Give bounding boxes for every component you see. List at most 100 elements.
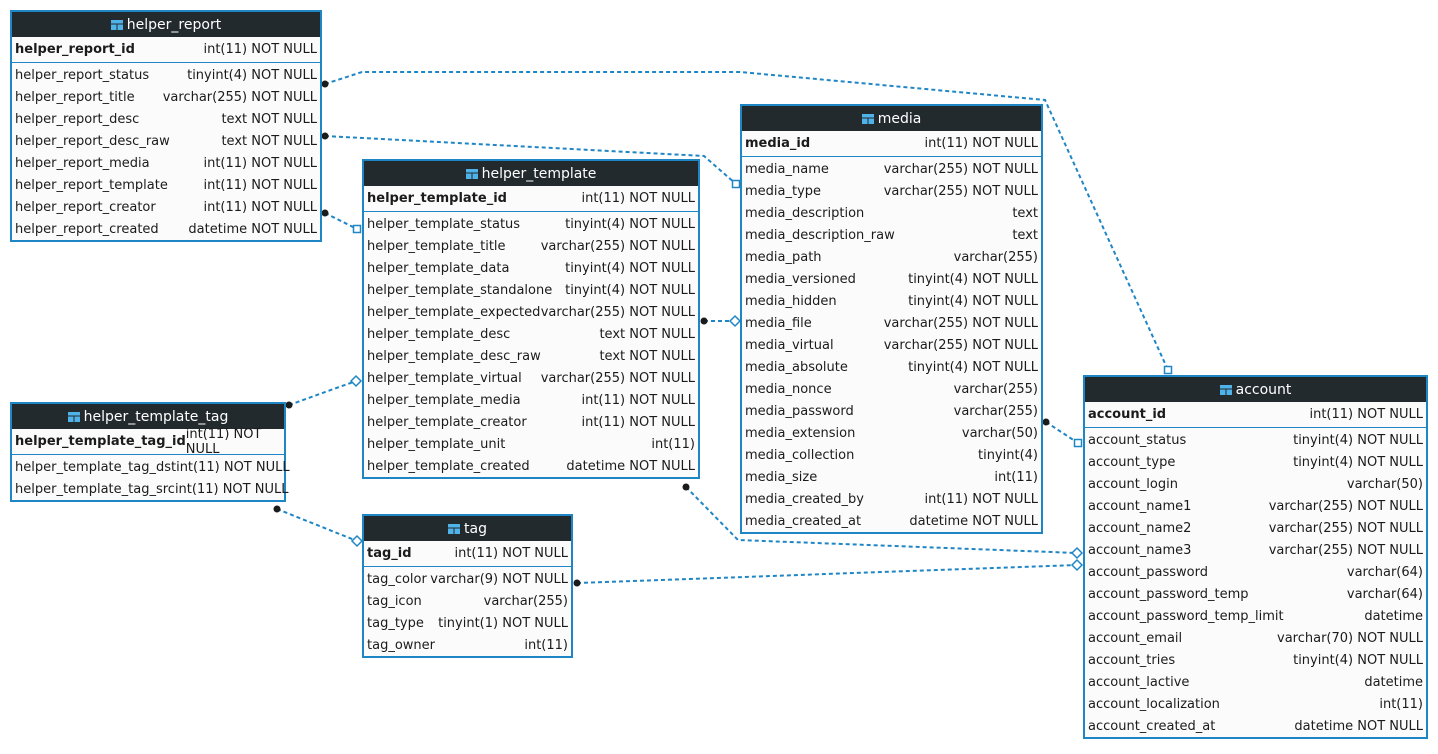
table-header[interactable]: tag [364,516,571,541]
relation-media-account[interactable] [1042,418,1083,448]
primary-key-row[interactable]: helper_template_tag_id int(11) NOT NULL [12,427,284,457]
relation-report-template[interactable] [321,209,362,234]
primary-key-row[interactable]: helper_template_id int(11) NOT NULL [364,186,698,212]
table-helper-template[interactable]: helper_template helper_template_id int(1… [362,159,700,479]
table-header[interactable]: helper_report [12,12,320,37]
column-name: tag_owner [367,637,435,653]
column-name: helper_template_tag_src [15,481,175,497]
relation-templatetag-template[interactable] [285,374,363,409]
column-type: text NOT NULL [599,326,695,342]
relation-report-account[interactable] [321,71,1173,375]
column-name: helper_template_media [367,392,521,408]
relation-template-account[interactable] [682,483,1084,560]
primary-key-row[interactable]: helper_report_id int(11) NOT NULL [12,37,320,63]
column-type: tinyint(4) NOT NULL [565,216,695,232]
table-media[interactable]: media media_id int(11) NOT NULL media_na… [740,104,1043,534]
table-icon [67,411,80,422]
relation-report-media[interactable] [321,132,741,189]
column-name: helper_report_desc [15,111,140,127]
table-header[interactable]: media [742,106,1041,131]
table-helper-template-tag[interactable]: helper_template_tag helper_template_tag_… [10,402,290,502]
column-name: media_path [745,249,822,265]
table-helper-report[interactable]: helper_report helper_report_id int(11) N… [10,10,322,242]
table-account[interactable]: account account_id int(11) NOT NULL acco… [1083,375,1428,739]
relation-templatetag-tag[interactable] [273,505,364,548]
pk-end-square-icon [731,179,741,189]
column-type: int(11) NOT NULL [581,191,695,206]
relation-line [685,486,1078,554]
column-name: helper_report_created [15,221,159,237]
column-type: datetime NOT NULL [909,513,1038,529]
primary-key-row[interactable]: media_id int(11) NOT NULL [742,131,1041,157]
column-type: tinyint(4) NOT NULL [1293,454,1423,470]
relation-tag-account[interactable] [573,558,1084,587]
primary-key-row[interactable]: account_id int(11) NOT NULL [1085,402,1426,428]
relation-template-media[interactable] [700,314,742,328]
column-name: account_name1 [1088,498,1192,514]
table-header[interactable]: helper_template_tag [12,404,284,429]
table-header[interactable]: helper_template [364,161,698,186]
primary-key-row[interactable]: tag_id int(11) NOT NULL [364,541,571,567]
table-header[interactable]: account [1085,377,1426,402]
